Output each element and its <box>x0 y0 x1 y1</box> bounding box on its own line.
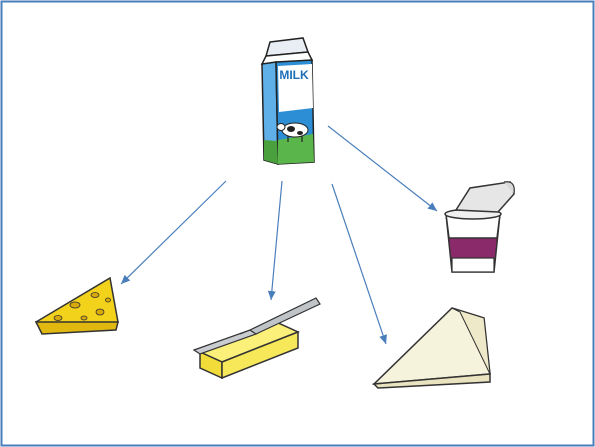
brie-cheese-icon <box>374 308 490 388</box>
cheese-icon <box>36 278 118 334</box>
yogurt-icon <box>445 182 514 272</box>
arrow-to-yogurt <box>328 126 437 211</box>
milk-label: MILK <box>279 68 309 82</box>
arrow-to-brie <box>332 184 386 344</box>
butter-icon <box>194 298 320 378</box>
arrow-to-cheese <box>121 181 226 284</box>
arrow-to-butter <box>271 181 282 300</box>
milk-carton-icon: MILK <box>262 38 314 164</box>
